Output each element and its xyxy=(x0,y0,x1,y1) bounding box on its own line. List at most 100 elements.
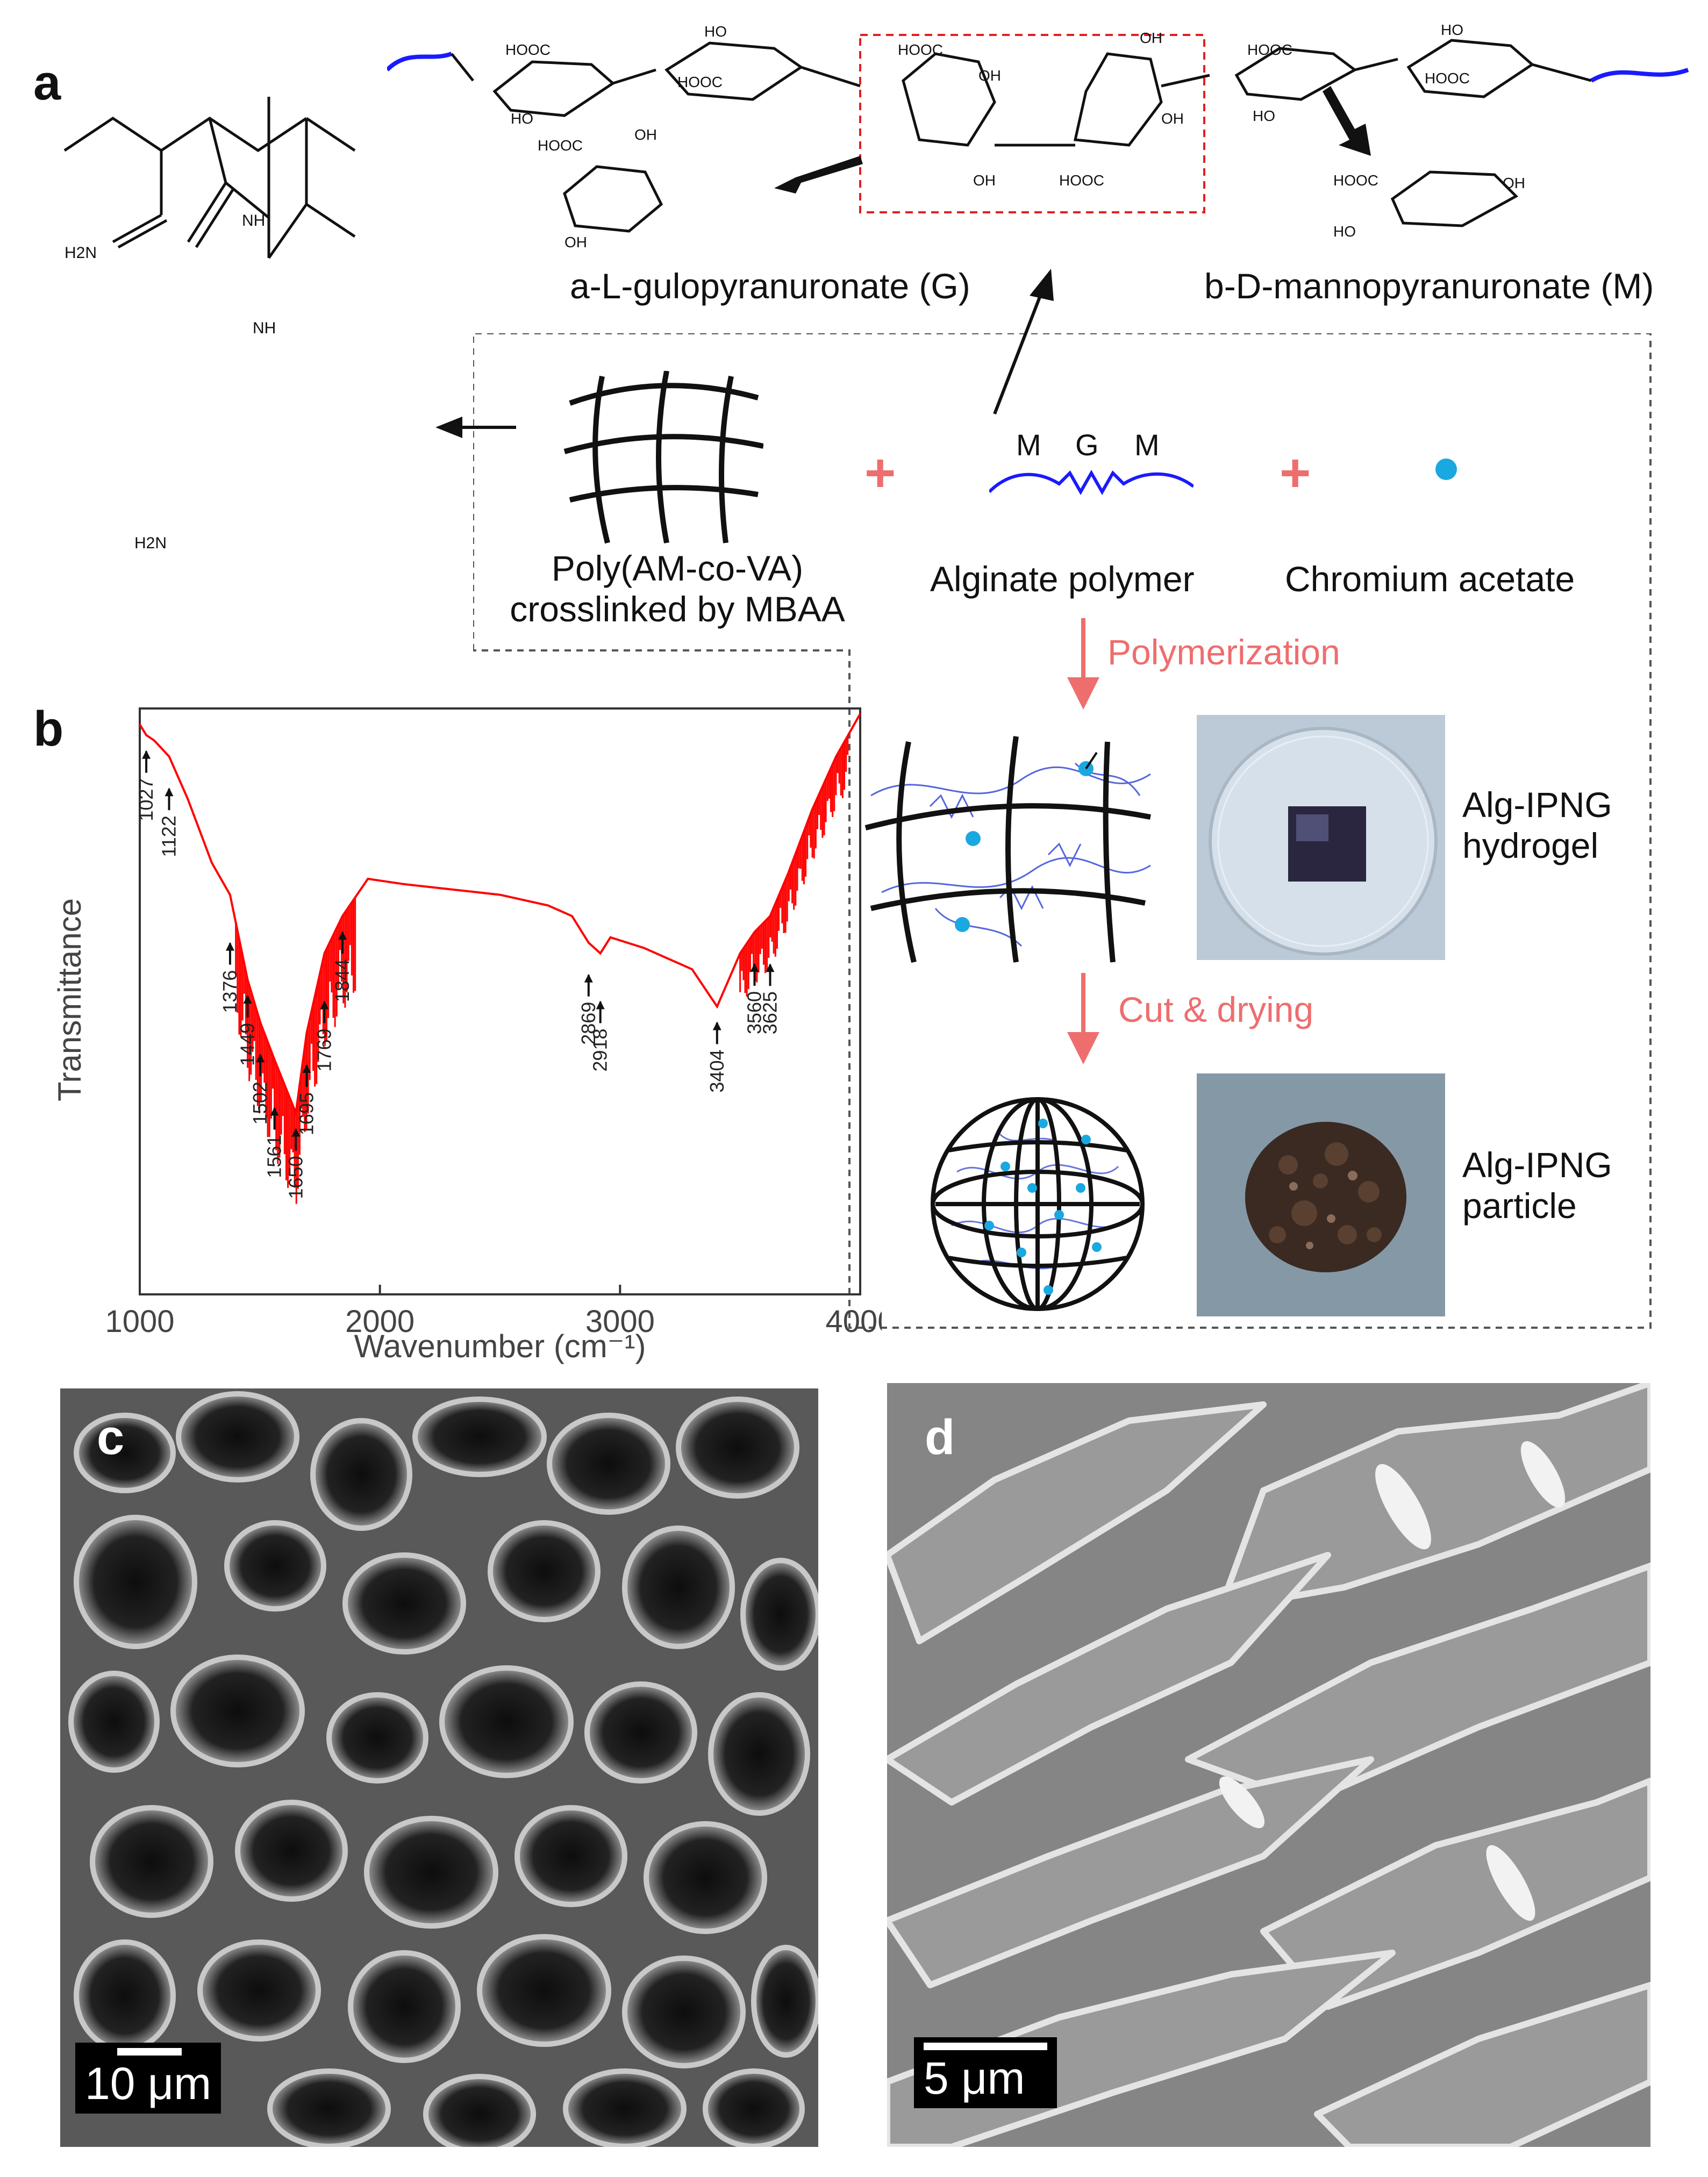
poly-am-co-va-structure: H2N NH NH H2N xyxy=(63,97,356,552)
chromium-acetate-dot-icon xyxy=(1435,459,1457,480)
substituent-text: HOOC xyxy=(538,137,583,154)
peak-label: 3560 xyxy=(743,991,765,1034)
nh-text: NH xyxy=(242,212,265,230)
amide-text: H2N xyxy=(134,534,167,552)
arrow-to-chain xyxy=(993,269,1054,415)
peak-arrowhead xyxy=(712,1021,721,1030)
plus-sign-2: + xyxy=(1280,443,1311,503)
plus-sign-1: + xyxy=(864,443,896,503)
peak-annotation: 2869 xyxy=(577,973,599,1045)
panel-label-d: d xyxy=(925,1410,955,1465)
particle-photo xyxy=(1197,1073,1445,1316)
ipn-network-icon xyxy=(864,736,1151,963)
peak-annotation: 1650 xyxy=(284,1128,306,1199)
peak-arrowhead xyxy=(225,942,234,951)
substituent-text: HOOC xyxy=(1333,172,1378,189)
substituent-text: HOOC xyxy=(898,41,943,58)
substituent-text: OH xyxy=(973,172,996,189)
sem-image-c xyxy=(60,1388,818,2147)
substituent-text: HO xyxy=(1253,108,1275,124)
scale-bar-c: 10 μm xyxy=(75,2043,221,2114)
peak-annotation: 1502 xyxy=(249,1054,271,1125)
hydrogel-photo xyxy=(1197,715,1445,960)
peak-annotation: 1376 xyxy=(219,942,241,1013)
polymerization-label: Polymerization xyxy=(1107,632,1340,672)
peak-annotation: 1449 xyxy=(237,995,259,1066)
substituent-text: OH xyxy=(564,234,587,250)
substituent-text: HOOC xyxy=(677,74,723,90)
peak-annotation: 1844 xyxy=(331,931,353,1002)
x-tick-label: 3000 xyxy=(585,1304,655,1339)
peak-arrowhead xyxy=(270,1107,279,1116)
substituent-text: OH xyxy=(1140,30,1162,46)
scale-bar-label: 10 μm xyxy=(85,2058,212,2109)
peak-label: 1122 xyxy=(158,815,180,857)
peak-label: 2869 xyxy=(577,1002,599,1045)
peak-arrowhead xyxy=(243,995,252,1004)
y-axis-label: Transmittance xyxy=(52,898,88,1101)
peak-annotation: 1769 xyxy=(313,1000,335,1072)
panel-label-a: a xyxy=(33,55,61,110)
peak-arrowhead xyxy=(596,1000,605,1009)
scale-bar-label: 5 μm xyxy=(924,2053,1025,2103)
x-tick-label: 2000 xyxy=(345,1304,415,1339)
alginate-chain-diagram: HOOC HO HO HOOC HOOC OH OH HOOC OH OH HO… xyxy=(387,22,1689,250)
peak-annotation: 3560 xyxy=(743,963,765,1034)
peak-annotation: 3404 xyxy=(706,1021,728,1093)
peak-arrowhead xyxy=(165,787,174,797)
peak-label: 1844 xyxy=(331,959,353,1002)
substituent-text: OH xyxy=(978,67,1001,84)
alginate-polymer-icon xyxy=(989,469,1194,496)
peak-arrowhead xyxy=(750,963,759,972)
peak-label: 1769 xyxy=(313,1029,335,1072)
peak-label: 1561 xyxy=(263,1135,285,1178)
peak-label: 3404 xyxy=(706,1050,728,1093)
substituent-text: OH xyxy=(634,126,657,143)
peak-label: 1027 xyxy=(135,778,157,821)
peak-annotation: 1695 xyxy=(295,1064,317,1135)
cut-drying-label: Cut & drying xyxy=(1118,990,1314,1029)
peak-label: 1376 xyxy=(219,970,241,1013)
amide-text: H2N xyxy=(65,244,97,262)
poly-label-line1: Poly(AM-co-VA) xyxy=(551,548,804,588)
peak-annotation: 1561 xyxy=(263,1107,285,1178)
peak-annotation: 1122 xyxy=(158,787,180,857)
peak-arrowhead xyxy=(584,973,593,983)
polymerization-arrow xyxy=(1067,618,1099,710)
substituent-text: OH xyxy=(1503,175,1525,191)
mgm-m2: M xyxy=(1134,428,1160,462)
particle-label-line2: particle xyxy=(1462,1185,1577,1226)
ftir-chart: 1000200030004000 10271122137614491502156… xyxy=(52,707,882,1364)
x-tick-label: 4000 xyxy=(825,1304,882,1339)
substituent-text: HO xyxy=(511,110,533,127)
nh-text: NH xyxy=(253,319,276,337)
particle-label: Alg-IPNG particle xyxy=(1462,1145,1612,1227)
peak-label: 1695 xyxy=(295,1092,317,1135)
peak-arrowhead xyxy=(338,931,347,940)
scale-bar-line xyxy=(924,2043,1047,2050)
sem-image-d xyxy=(887,1383,1650,2147)
poly-label-line2: crosslinked by MBAA xyxy=(510,589,845,629)
scale-bar-line xyxy=(117,2048,182,2056)
substituent-text: HO xyxy=(1333,223,1356,240)
particle-label-line1: Alg-IPNG xyxy=(1462,1145,1612,1185)
particle-sphere-icon xyxy=(931,1097,1145,1311)
peak-label: 1502 xyxy=(249,1082,271,1125)
peak-arrowhead xyxy=(302,1064,311,1073)
peak-annotation: 3625 xyxy=(759,963,781,1034)
alginate-label: Alginate polymer xyxy=(930,559,1195,599)
poly-label: Poly(AM-co-VA) crosslinked by MBAA xyxy=(495,548,860,630)
substituent-text: HO xyxy=(704,23,727,40)
substituent-text: HOOC xyxy=(1425,70,1470,87)
hydrogel-label: Alg-IPNG hydrogel xyxy=(1462,785,1612,866)
peak-arrowhead xyxy=(142,750,151,759)
mgm-g: G xyxy=(1075,428,1099,462)
x-axis-label: Wavenumber (cm⁻¹) xyxy=(354,1328,646,1364)
hydrogel-label-line2: hydrogel xyxy=(1462,825,1599,865)
substituent-text: HOOC xyxy=(505,41,551,58)
mgm-m1: M xyxy=(1016,428,1041,462)
peak-arrowhead xyxy=(320,1000,329,1009)
peak-annotation: 1027 xyxy=(135,750,157,821)
chromium-label: Chromium acetate xyxy=(1285,559,1575,599)
hydrogel-label-line1: Alg-IPNG xyxy=(1462,785,1612,825)
